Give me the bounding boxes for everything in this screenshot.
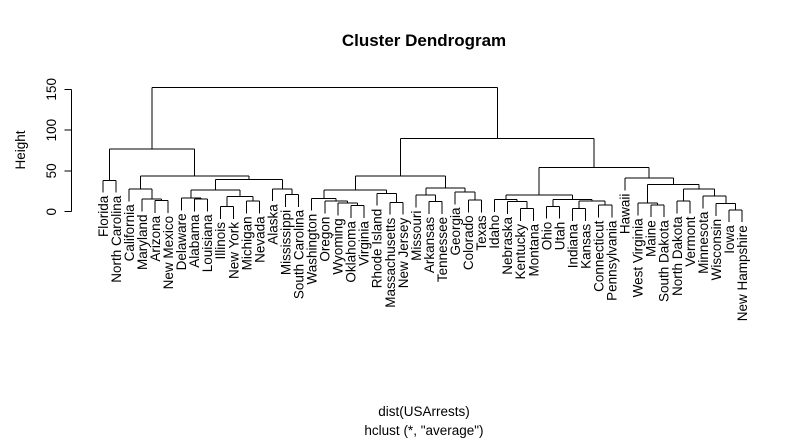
leaf-label: Arizona xyxy=(148,215,163,261)
leaf-label: Wyoming xyxy=(331,218,346,274)
leaf-label: Idaho xyxy=(487,215,502,249)
leaf-label: Delaware xyxy=(174,213,189,270)
leaf-label: New Jersey xyxy=(396,217,411,288)
leaf-label: Alaska xyxy=(265,204,280,245)
leaf-label: Alabama xyxy=(187,214,202,268)
leaf-label: Ohio xyxy=(539,222,554,251)
leaf-label: Minnesota xyxy=(696,211,711,274)
leaf-label: Wisconsin xyxy=(709,219,724,281)
leaf-label: Texas xyxy=(474,215,489,251)
y-axis xyxy=(64,88,72,213)
leaf-label: Kansas xyxy=(579,224,594,269)
leaf-label: Oregon xyxy=(318,217,333,262)
leaf-label: Colorado xyxy=(461,215,476,270)
leaf-label: Nebraska xyxy=(500,217,515,275)
leaf-label: Massachusetts xyxy=(383,217,398,307)
leaf-label: South Carolina xyxy=(292,209,307,299)
y-tick-label: 50 xyxy=(44,163,59,178)
x-axis-caption-line2: hclust (*, "average") xyxy=(364,423,484,438)
leaf-label: Oklahoma xyxy=(344,221,359,283)
leaf-label: New York xyxy=(226,222,241,279)
leaf-label: Maryland xyxy=(135,215,150,271)
y-tick-labels: 0 50 100 150 xyxy=(44,78,59,215)
dendrogram-branches xyxy=(102,87,743,223)
leaf-label: Florida xyxy=(96,195,111,237)
y-tick-label: 100 xyxy=(44,119,59,142)
leaf-label: Iowa xyxy=(722,225,737,254)
leaf-label: Vermont xyxy=(683,216,698,267)
leaf-label: Tennessee xyxy=(435,217,450,282)
leaf-label: Utah xyxy=(552,222,567,251)
chart-title: Cluster Dendrogram xyxy=(341,31,507,50)
leaf-label: New Mexico xyxy=(161,216,176,290)
leaf-label: Rhode Island xyxy=(370,209,385,289)
leaf-label: Louisiana xyxy=(200,214,215,272)
leaf-label: Washington xyxy=(305,214,320,285)
leaf-label: Virginia xyxy=(357,221,372,266)
leaf-label: Michigan xyxy=(239,216,254,270)
leaf-label: California xyxy=(122,204,137,262)
leaf-label: Maine xyxy=(644,220,659,257)
leaf-label: West Virginia xyxy=(631,218,646,298)
leaf-label: Hawaii xyxy=(618,194,633,235)
leaf-label: Indiana xyxy=(565,223,580,268)
x-axis-caption: dist(USArrests) hclust (*, "average") xyxy=(34,402,809,440)
leaf-label: Connecticut xyxy=(592,220,607,292)
leaf-label: Montana xyxy=(526,224,541,277)
leaf-label: North Carolina xyxy=(109,195,124,283)
leaf-label: Arkansas xyxy=(422,217,437,274)
leaf-label: Pennsylvania xyxy=(605,220,620,301)
leaf-label: Kentucky xyxy=(513,224,528,280)
x-axis-caption-line1: dist(USArrests) xyxy=(378,404,470,419)
leaf-label: New Hampshire xyxy=(735,225,750,321)
leaf-label: Illinois xyxy=(213,222,228,260)
leaf-label: North Dakota xyxy=(670,216,685,296)
leaf-label: Nevada xyxy=(252,216,267,263)
y-tick-label: 150 xyxy=(44,78,59,101)
y-tick-label: 0 xyxy=(44,208,59,216)
leaf-label: South Dakota xyxy=(657,220,672,302)
leaf-label: Georgia xyxy=(448,207,463,256)
leaf-label: Mississippi xyxy=(278,210,293,275)
leaf-label: Missouri xyxy=(409,211,424,261)
